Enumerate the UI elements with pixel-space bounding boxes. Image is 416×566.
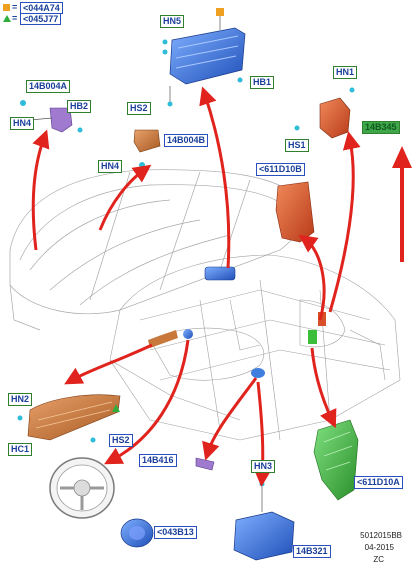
label-14b416[interactable]: 14B416 (139, 454, 177, 467)
arrow-to-14b004b (98, 164, 152, 231)
module-14b004b (133, 129, 161, 168)
steering-column-marker (183, 329, 193, 339)
label-hn2[interactable]: HN2 (8, 393, 33, 406)
sensor-14b416 (195, 457, 215, 471)
callout-arrows (31, 86, 361, 487)
label-hn4-left[interactable]: HN4 (10, 117, 35, 130)
steering-wheel (49, 457, 115, 519)
body-central-module (204, 266, 236, 281)
arrow-to-14b416 (202, 377, 258, 461)
label-hc1[interactable]: HC1 (8, 443, 33, 456)
knee-marker-brown (148, 330, 178, 348)
label-14b321[interactable]: 14B321 (293, 545, 331, 558)
label-14b345[interactable]: 14B345 (362, 121, 400, 134)
legend-equals: = (12, 2, 18, 12)
label-14b004a[interactable]: 14B004A (26, 80, 71, 93)
label-043b13[interactable]: <043B13 (154, 526, 197, 539)
label-14b004b[interactable]: 14B004B (164, 134, 209, 147)
rcm-marker-blue (251, 368, 265, 378)
legend-equals: = (12, 13, 18, 23)
legend-code-green[interactable]: <045J77 (20, 13, 62, 25)
label-hb1[interactable]: HB1 (250, 76, 275, 89)
arrow-to-14b345 (328, 131, 361, 313)
seat-marker-green (308, 330, 317, 344)
module-14b345 (294, 87, 355, 139)
arrow-to-611d10b (298, 234, 326, 321)
footer-code: 5012015BB (360, 531, 402, 540)
label-hn5[interactable]: HN5 (160, 15, 185, 28)
label-hn4-mid[interactable]: HN4 (98, 160, 123, 173)
label-hn3[interactable]: HN3 (251, 460, 276, 473)
footer-mark: ZC (373, 555, 384, 564)
label-hs2-top[interactable]: HS2 (127, 102, 151, 115)
footer-date: 04-2015 (364, 543, 394, 552)
restraints-control-module (233, 481, 295, 561)
seat-airbag-611d10a (313, 419, 359, 501)
orange-square-icon (3, 4, 10, 11)
label-hn1[interactable]: HN1 (333, 66, 358, 79)
seat-marker-orange (318, 312, 326, 326)
driver-airbag (120, 518, 154, 548)
label-hs1[interactable]: HS1 (285, 139, 309, 152)
label-611d10a[interactable]: <611D10A (354, 476, 403, 489)
arrow-to-611d10a (310, 347, 337, 429)
vehicle-body-wireframe (109, 254, 401, 441)
arrow-to-airbag (199, 86, 231, 269)
front-direction-arrow (392, 146, 412, 262)
passenger-airbag-module (162, 8, 246, 107)
arrow-to-knee (64, 343, 153, 385)
label-hb2[interactable]: HB2 (67, 100, 92, 113)
knee-airbag (17, 394, 121, 443)
label-611d10b[interactable]: <611D10B (256, 163, 305, 176)
green-triangle-icon (3, 15, 11, 22)
arrow-to-14b004a (31, 129, 50, 251)
label-hs2-bottom[interactable]: HS2 (109, 434, 133, 447)
headliner-wireframe (9, 169, 305, 331)
arrow-to-steering (104, 339, 190, 465)
seat-airbag-611d10b (275, 181, 315, 243)
